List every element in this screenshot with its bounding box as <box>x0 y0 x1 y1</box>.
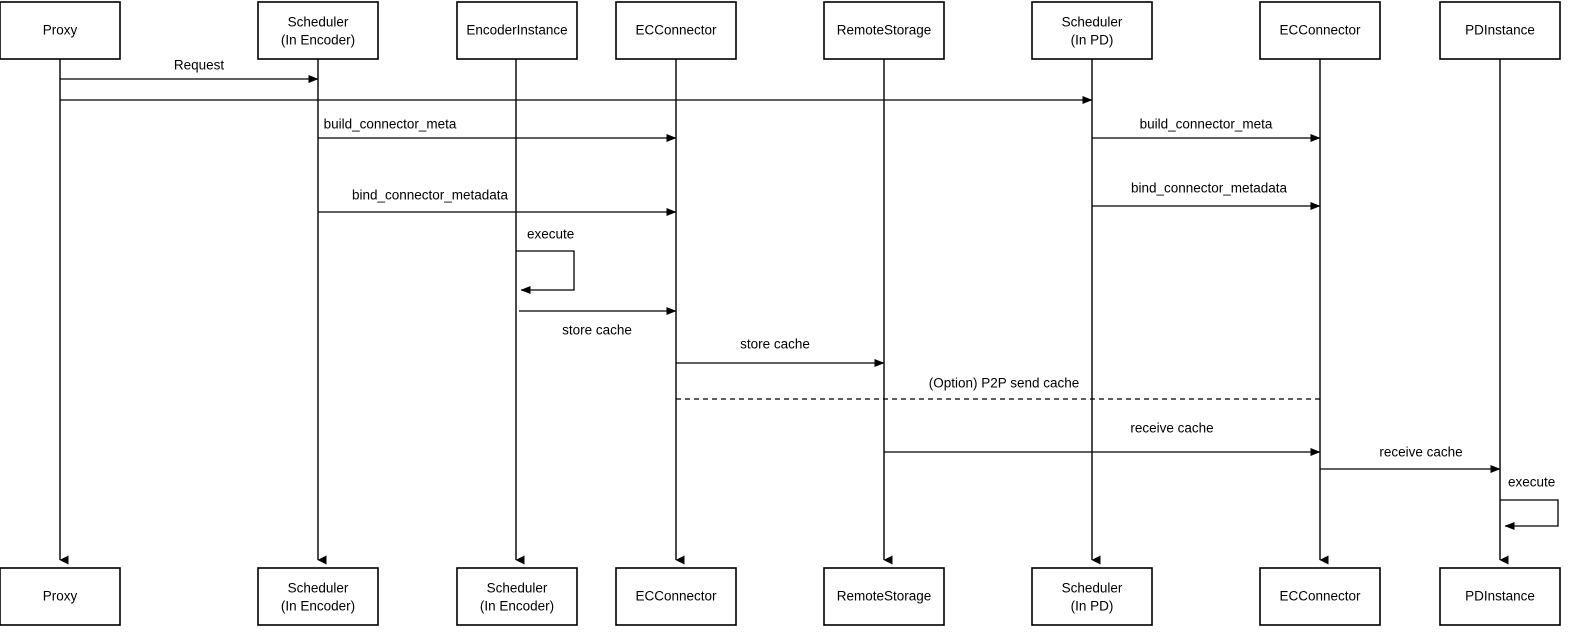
participant-top-label-proxy: Proxy <box>43 23 78 38</box>
message-label-execute-pdinstance: execute <box>1508 475 1555 490</box>
participant-top-label-sched-enc-line2: (In Encoder) <box>281 33 355 48</box>
participant-top-label-sched-pd-line1: Scheduler <box>1062 15 1123 30</box>
participant-bottom-label-sched-enc-line1: Scheduler <box>288 581 349 596</box>
participant-box-bottom-ecconnector-pd[interactable]: ECConnector <box>1259 567 1381 626</box>
participant-box-bottom-remotestorage[interactable]: RemoteStorage <box>823 567 945 626</box>
message-label-build-connector-meta-pd: build_connector_meta <box>1140 117 1273 132</box>
participant-box-top-pdinstance[interactable]: PDInstance <box>1439 1 1561 60</box>
participant-top-label-sched-enc-line1: Scheduler <box>288 15 349 30</box>
message-label-build-connector-meta-encoder: build_connector_meta <box>324 117 457 132</box>
participant-bottom-label-sched-pd-line1: Scheduler <box>1062 581 1123 596</box>
message-label-p2p-send-cache: (Option) P2P send cache <box>929 376 1080 391</box>
participant-boxes-top: Proxy Scheduler (In Encoder) EncoderInst… <box>0 1 1561 60</box>
participant-box-top-proxy[interactable]: Proxy <box>0 1 121 60</box>
participant-bottom-label-sched-pd-line2: (In PD) <box>1071 599 1114 614</box>
participant-bottom-label-proxy: Proxy <box>43 589 78 604</box>
participant-top-label-ecconnector-pd: ECConnector <box>1279 23 1361 38</box>
message-arrow-execute-pdinstance <box>1500 499 1559 530</box>
participant-top-label-ecconnector-enc: ECConnector <box>635 23 717 38</box>
message-label-receive-cache-ecconnector-to-pdinstance: receive cache <box>1379 445 1462 460</box>
message-label-bind-connector-metadata-pd: bind_connector_metadata <box>1131 181 1288 196</box>
participant-box-bottom-scheduler-in-pd[interactable]: Scheduler (In PD) <box>1031 567 1153 626</box>
participant-box-top-ecconnector-enc[interactable]: ECConnector <box>615 1 737 60</box>
participant-box-bottom-pdinstance[interactable]: PDInstance <box>1439 567 1561 626</box>
message-arrow-execute-encoder-instance <box>516 250 575 294</box>
participant-box-top-scheduler-in-encoder[interactable]: Scheduler (In Encoder) <box>257 1 379 60</box>
participant-box-top-remotestorage[interactable]: RemoteStorage <box>823 1 945 60</box>
message-label-receive-cache-remotestorage-to-ecconnector: receive cache <box>1130 421 1213 436</box>
participant-bottom-label-encoder-instance-line2: (In Encoder) <box>480 599 554 614</box>
message-bind-connector-metadata-pd[interactable]: bind_connector_metadata <box>1092 181 1321 210</box>
message-label-store-cache-encoder-to-ecconnector: store cache <box>562 323 632 338</box>
message-bind-connector-metadata-encoder[interactable]: bind_connector_metadata <box>318 188 677 216</box>
participant-bottom-label-encoder-instance-line1: Scheduler <box>487 581 548 596</box>
participant-bottom-label-sched-enc-line2: (In Encoder) <box>281 599 355 614</box>
participant-box-bottom-scheduler-in-encoder[interactable]: Scheduler (In Encoder) <box>257 567 379 626</box>
message-receive-cache-ecconnector-to-pdinstance[interactable]: receive cache <box>1320 445 1501 473</box>
lifelines <box>59 59 1509 565</box>
message-store-cache-encoder-to-ecconnector[interactable]: store cache <box>519 307 677 338</box>
participant-bottom-label-ecconnector-enc: ECConnector <box>635 589 717 604</box>
participant-top-label-remotestorage: RemoteStorage <box>837 23 932 38</box>
message-receive-cache-remotestorage-to-ecconnector[interactable]: receive cache <box>884 421 1321 456</box>
message-label-request: Request <box>174 58 225 73</box>
participant-box-top-encoderinstance[interactable]: EncoderInstance <box>456 1 578 60</box>
participant-box-bottom-encoderinstance[interactable]: Scheduler (In Encoder) <box>456 567 578 626</box>
message-p2p-send-cache[interactable]: (Option) P2P send cache <box>676 376 1320 400</box>
message-execute-pdinstance[interactable]: execute <box>1500 475 1559 530</box>
participant-box-top-ecconnector-pd[interactable]: ECConnector <box>1259 1 1381 60</box>
participant-boxes-bottom: Proxy Scheduler (In Encoder) Scheduler (… <box>0 567 1561 626</box>
participant-box-top-scheduler-in-pd[interactable]: Scheduler (In PD) <box>1031 1 1153 60</box>
message-build-connector-meta-encoder[interactable]: build_connector_meta <box>318 117 677 142</box>
message-store-cache-ecconnector-to-remotestorage[interactable]: store cache <box>676 337 885 367</box>
message-label-store-cache-ecconnector-to-remotestorage: store cache <box>740 337 810 352</box>
message-label-execute-encoder-instance: execute <box>527 227 574 242</box>
participant-box-bottom-proxy[interactable]: Proxy <box>0 567 121 626</box>
message-label-bind-connector-metadata-encoder: bind_connector_metadata <box>352 188 509 203</box>
participant-bottom-label-pdinstance: PDInstance <box>1465 589 1535 604</box>
participant-top-label-sched-pd-line2: (In PD) <box>1071 33 1114 48</box>
participant-top-label-encoder-instance: EncoderInstance <box>466 23 567 38</box>
participant-bottom-label-ecconnector-pd: ECConnector <box>1279 589 1361 604</box>
message-execute-encoder-instance[interactable]: execute <box>516 227 575 294</box>
participant-bottom-label-remotestorage: RemoteStorage <box>837 589 932 604</box>
message-request[interactable]: Request <box>60 58 319 83</box>
message-build-connector-meta-pd[interactable]: build_connector_meta <box>1092 117 1321 142</box>
participant-top-label-pdinstance: PDInstance <box>1465 23 1535 38</box>
participant-box-bottom-ecconnector-enc[interactable]: ECConnector <box>615 567 737 626</box>
